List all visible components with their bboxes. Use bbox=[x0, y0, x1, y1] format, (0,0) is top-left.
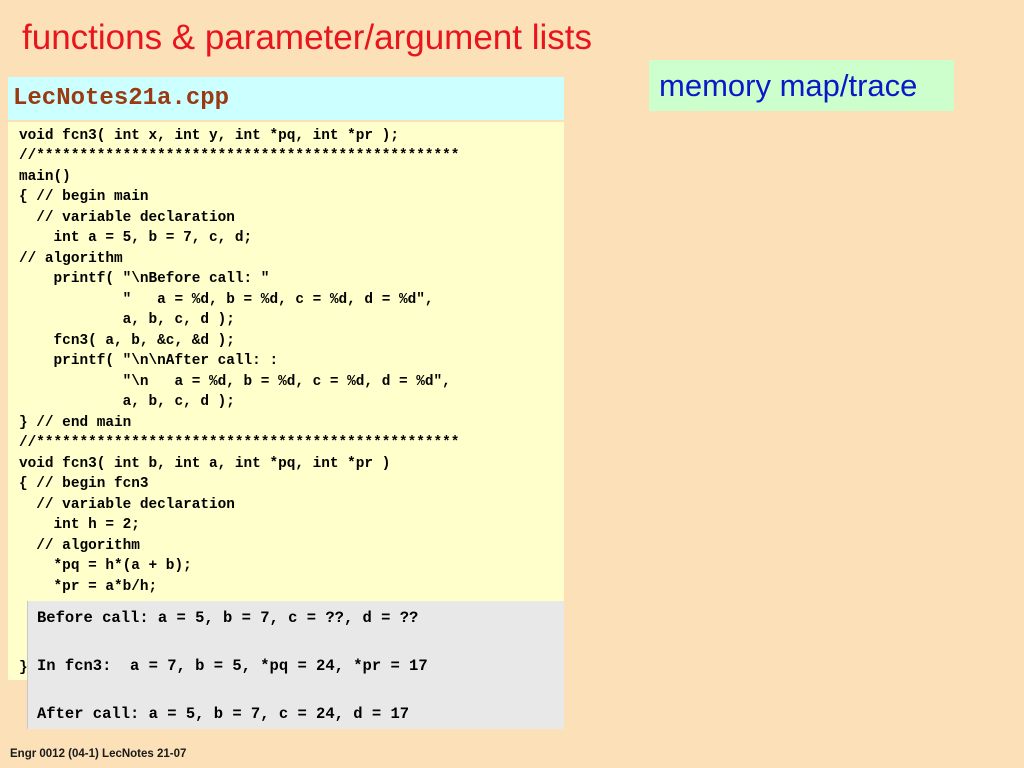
code-listing: void fcn3( int x, int y, int *pq, int *p… bbox=[8, 122, 564, 680]
output-line: After call: a = 5, b = 7, c = 24, d = 17 bbox=[37, 705, 410, 723]
output-line: In fcn3: a = 7, b = 5, *pq = 24, *pr = 1… bbox=[37, 657, 428, 675]
code-line: { // begin fcn3 bbox=[19, 476, 149, 492]
code-line: "\n a = %d, b = %d, c = %d, d = %d", bbox=[19, 374, 451, 390]
code-line: //**************************************… bbox=[19, 148, 460, 164]
code-line: main() bbox=[19, 169, 71, 185]
code-line: *pq = h*(a + b); bbox=[19, 558, 192, 574]
code-line: int a = 5, b = 7, c, d; bbox=[19, 230, 253, 246]
code-line: " a = %d, b = %d, c = %d, d = %d", bbox=[19, 292, 434, 308]
code-line: *pr = a*b/h; bbox=[19, 579, 158, 595]
code-line: } bbox=[19, 660, 28, 676]
memory-map-label: memory map/trace bbox=[649, 60, 954, 111]
code-line: // algorithm bbox=[19, 538, 140, 554]
code-line: } // end main bbox=[19, 415, 132, 431]
code-line: printf( "\nBefore call: " bbox=[19, 271, 270, 287]
code-line: printf( "\n\nAfter call: : bbox=[19, 353, 279, 369]
output-line: Before call: a = 5, b = 7, c = ??, d = ?… bbox=[37, 609, 419, 627]
code-line: a, b, c, d ); bbox=[19, 312, 235, 328]
slide-title: functions & parameter/argument lists bbox=[22, 18, 592, 57]
code-line: void fcn3( int b, int a, int *pq, int *p… bbox=[19, 456, 391, 472]
code-line: a, b, c, d ); bbox=[19, 394, 235, 410]
code-filename: LecNotes21a.cpp bbox=[8, 77, 564, 120]
code-line: void fcn3( int x, int y, int *pq, int *p… bbox=[19, 128, 399, 144]
code-line: { // begin main bbox=[19, 189, 149, 205]
code-line: // variable declaration bbox=[19, 210, 235, 226]
code-line: fcn3( a, b, &c, &d ); bbox=[19, 333, 235, 349]
program-output: Before call: a = 5, b = 7, c = ??, d = ?… bbox=[27, 601, 564, 729]
code-line: //**************************************… bbox=[19, 435, 460, 451]
slide-footer: Engr 0012 (04-1) LecNotes 21-07 bbox=[10, 748, 187, 760]
code-line: // variable declaration bbox=[19, 497, 235, 513]
code-line: int h = 2; bbox=[19, 517, 140, 533]
code-line: // algorithm bbox=[19, 251, 123, 267]
